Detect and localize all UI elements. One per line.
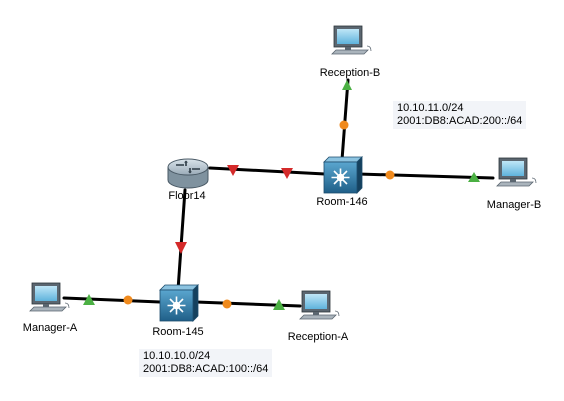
cable-floor14-room-145[interactable]: [176, 188, 187, 292]
link-up-indicator: [273, 299, 285, 310]
multilayer-switch-icon[interactable]: [159, 284, 199, 322]
device-label-manager-a: Manager-A: [22, 322, 78, 334]
link-negotiating-indicator: [222, 299, 232, 309]
device-label-reception-b: Reception-B: [319, 67, 381, 79]
device-label-manager-b: Manager-B: [486, 199, 542, 211]
note-ipv4-subnet: 10.10.11.0/24: [397, 102, 464, 114]
multilayer-switch-icon[interactable]: [323, 156, 363, 194]
link-indicators: [83, 80, 480, 310]
pc-icon[interactable]: [29, 282, 70, 312]
link-up-indicator: [468, 172, 480, 182]
cable-room-145-reception-a[interactable]: [194, 300, 302, 308]
link-up-indicator: [342, 80, 352, 90]
cable-manager-a-room-145[interactable]: [62, 296, 162, 304]
cables: [62, 78, 495, 308]
pc-icon[interactable]: [299, 290, 340, 320]
cable-reception-b-room-146[interactable]: [340, 78, 350, 162]
cable-room-146-manager-b[interactable]: [356, 172, 495, 180]
pc-icon[interactable]: [331, 25, 372, 55]
link-negotiating-indicator: [339, 120, 349, 130]
device-label-floor14: Floor14: [168, 190, 206, 202]
note-ipv6-prefix: 2001:DB8:ACAD:200::/64: [397, 115, 523, 127]
device-label-room-146: Room-146: [316, 196, 368, 208]
link-negotiating-indicator: [123, 295, 133, 305]
cable-floor14-room-146[interactable]: [208, 166, 327, 176]
link-down-indicator: [175, 242, 187, 254]
network-note-top[interactable]: 10.10.11.0/24 2001:DB8:ACAD:200::/64: [393, 101, 527, 129]
link-down-indicator: [227, 165, 239, 176]
pc-icon[interactable]: [496, 157, 537, 187]
note-ipv6-prefix: 2001:DB8:ACAD:100::/64: [143, 363, 269, 375]
link-down-indicator: [281, 168, 293, 179]
note-ipv4-subnet: 10.10.10.0/24: [143, 350, 211, 362]
network-note-bottom[interactable]: 10.10.10.0/24 2001:DB8:ACAD:100::/64: [139, 349, 273, 377]
link-up-indicator: [83, 294, 95, 305]
router-icon[interactable]: [167, 158, 209, 189]
device-label-room-145: Room-145: [152, 326, 204, 338]
device-label-reception-a: Reception-A: [287, 331, 349, 343]
link-negotiating-indicator: [385, 170, 395, 180]
